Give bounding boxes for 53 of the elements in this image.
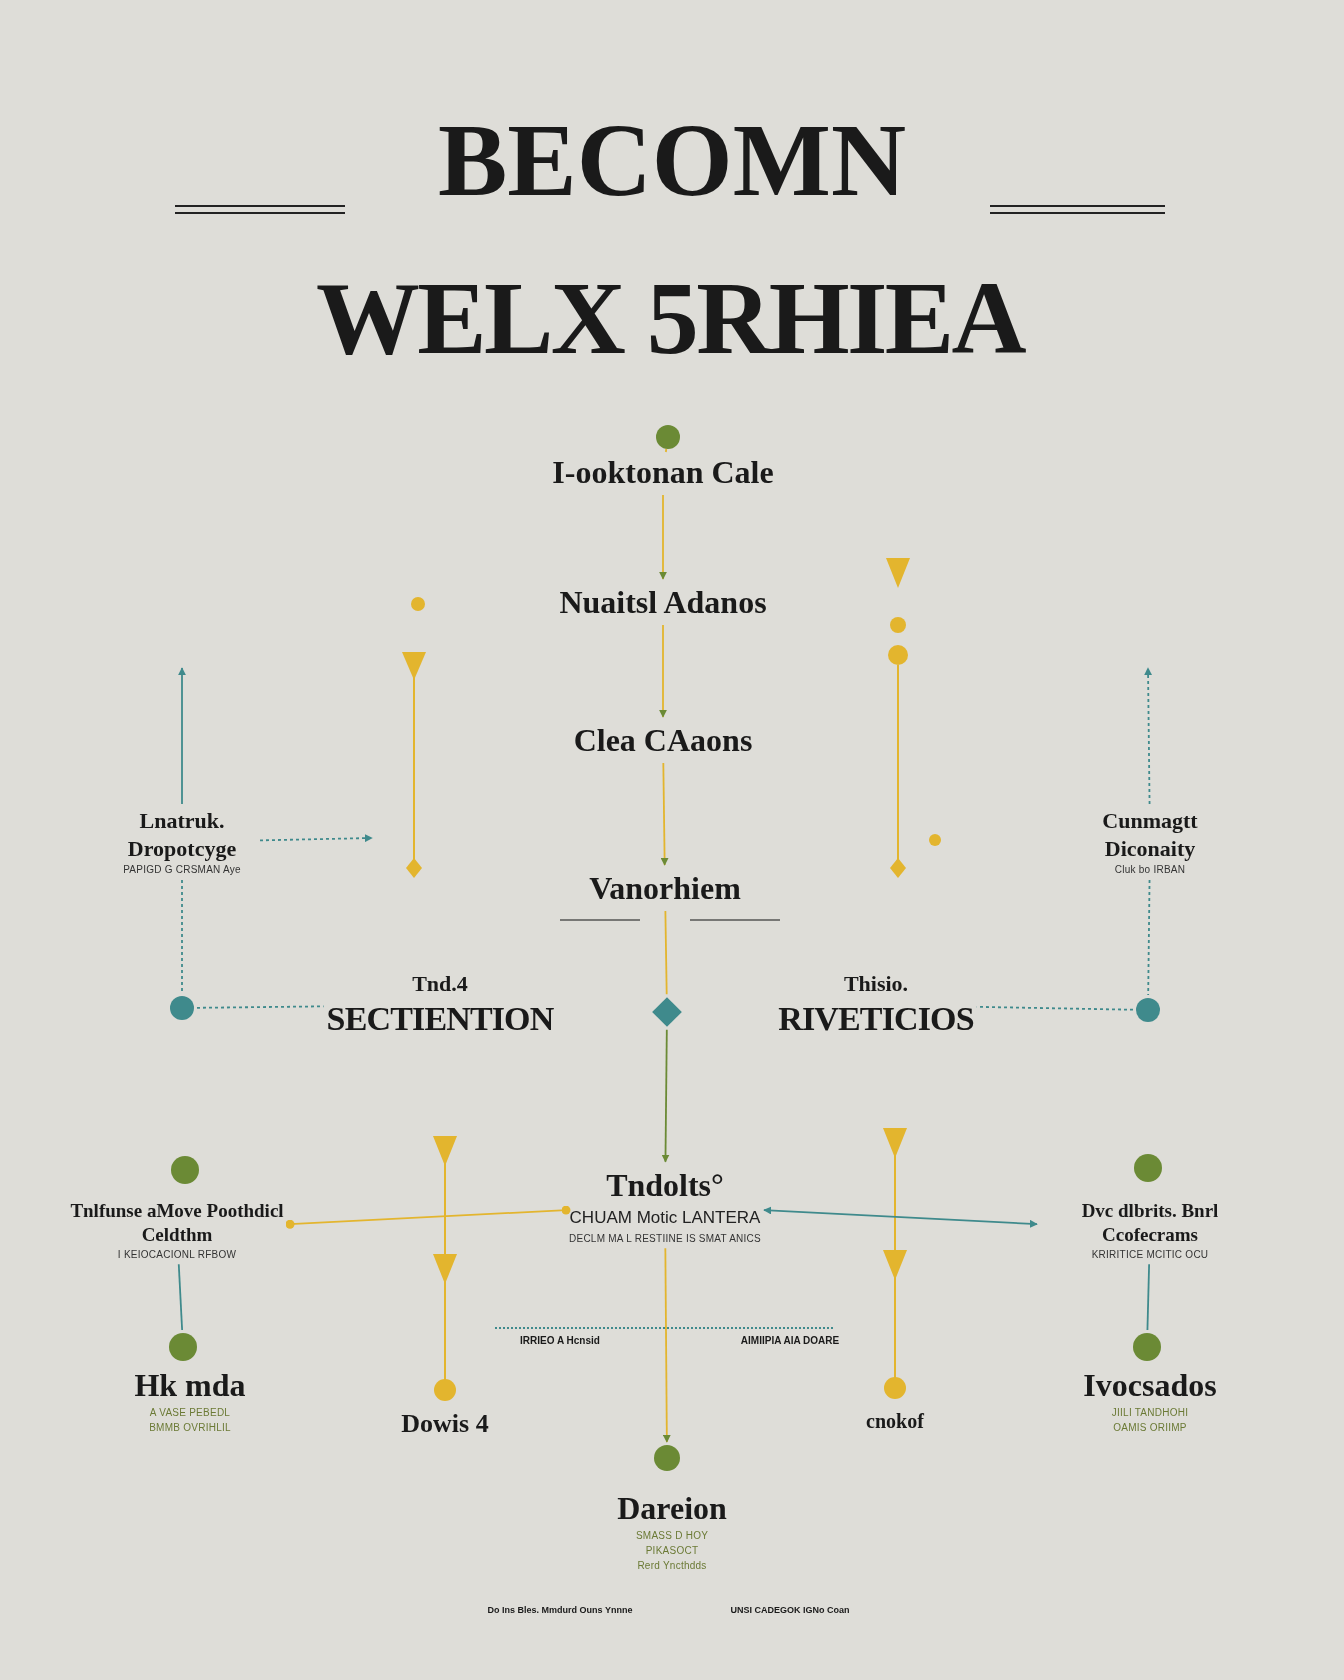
- node-heading: Tnlfunse aMove Poothdicl Celdthm: [69, 1198, 285, 1247]
- node-text: DECLM MA L RESTIINE IS SMAT ANICS: [569, 1231, 761, 1246]
- node-text: PAPIGD G CRSMAN Aye: [123, 863, 241, 877]
- node-heading: Dvc dlbrits. Bnrl Ccofecrams: [1080, 1198, 1220, 1247]
- node-heading: Hk mda: [134, 1366, 246, 1405]
- node-heading: I-ooktonan Cale: [552, 453, 774, 492]
- node-heading: Tndolts°: [606, 1165, 724, 1205]
- text-label: Dowis 4: [401, 1407, 489, 1440]
- node-heading: Clea CAaons: [573, 721, 753, 760]
- connector-line: [181, 879, 183, 994]
- node-heading: Cunmagtt Diconaity: [1101, 807, 1199, 862]
- arrow: [763, 1206, 1038, 1228]
- connector-line: [1146, 1263, 1150, 1331]
- node-heading: Dareion: [617, 1488, 727, 1528]
- node-text: BMMB OVRIHLIL: [149, 1421, 231, 1435]
- text-label: Do Ins Bles. Mmdurd Ouns Ynnne: [487, 1604, 633, 1618]
- node-text: JIILI TANDHOHI: [1111, 1406, 1189, 1420]
- arrow: [259, 834, 373, 843]
- arrow: [661, 1028, 670, 1163]
- node-heading: Vanorhiem: [589, 869, 741, 908]
- node-heading: Tnd.4: [412, 970, 468, 998]
- node-text: A VASE PEBEDL: [149, 1406, 231, 1420]
- node-heading: Thisio.: [843, 970, 909, 998]
- connector-line: [664, 448, 668, 453]
- text-label: AIMIIPIA AIA DOARE: [740, 1333, 840, 1348]
- text-label: cnokof: [866, 1409, 924, 1434]
- node-heading: Ivocsados: [1083, 1366, 1217, 1405]
- connector-line: [1147, 879, 1151, 996]
- node-text: SMASS D HOY: [635, 1528, 709, 1543]
- text-label: WELX 5RHIEA: [315, 266, 1025, 370]
- node-heading: Nuaitsl Adanos: [559, 583, 767, 622]
- text-label: UNSI CADEGOK IGNo Coan: [730, 1604, 850, 1618]
- node-text: RIVETICIOS: [778, 998, 974, 1039]
- connector-line: [177, 1263, 184, 1331]
- arrow: [1144, 667, 1153, 805]
- node-text: I KEIOCACIONL RFBOW: [117, 1247, 237, 1262]
- node-text: PIKASOCT: [645, 1543, 699, 1558]
- connector-line: [196, 1005, 325, 1009]
- arrow: [178, 667, 186, 805]
- connector-line: [664, 910, 668, 996]
- node-text: KRIRITICE MCITIC OCU: [1091, 1247, 1209, 1262]
- arrow: [659, 624, 667, 718]
- node-text: SECTIENTION: [326, 998, 554, 1039]
- arrow: [660, 762, 669, 866]
- node-text: Cluk bo IRBAN: [1114, 863, 1186, 877]
- arrow: [662, 1247, 671, 1443]
- node-text: Rerd Yncthdds: [637, 1558, 707, 1573]
- title: BECOMN: [438, 108, 906, 212]
- node-text: CHUAM Motic LANTERA: [569, 1206, 761, 1229]
- arrow: [659, 494, 667, 580]
- node-heading: Lnatruk. Dropotcyge: [126, 807, 238, 862]
- text-label: IRRIEO A Hcnsid: [520, 1333, 600, 1348]
- node-text: OAMIS ORIIMP: [1113, 1421, 1187, 1435]
